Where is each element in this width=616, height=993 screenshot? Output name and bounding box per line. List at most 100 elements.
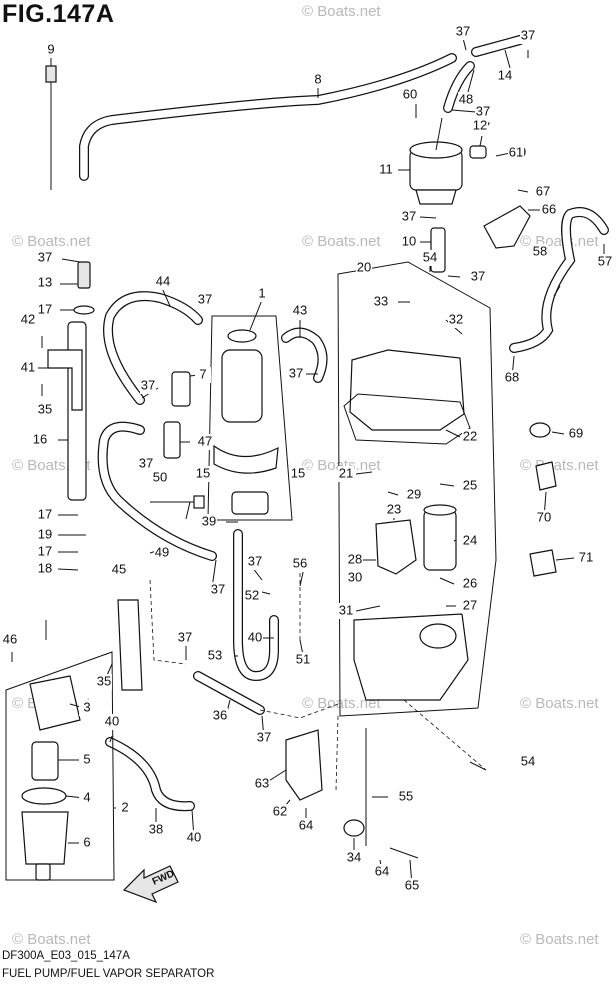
part-callout-55[interactable]: 55 <box>399 788 413 803</box>
part-callout-37[interactable]: 37 <box>257 729 271 744</box>
part-callout-17[interactable]: 17 <box>38 506 52 521</box>
part-callout-33[interactable]: 33 <box>374 293 388 308</box>
part-callout-19[interactable]: 19 <box>38 526 52 541</box>
part-callout-70[interactable]: 70 <box>537 509 551 524</box>
part-callout-50[interactable]: 50 <box>153 469 167 484</box>
part-callout-15[interactable]: 15 <box>196 465 210 480</box>
part-callout-37[interactable]: 37 <box>141 377 155 392</box>
part-callout-22[interactable]: 22 <box>463 428 477 443</box>
part-callout-52[interactable]: 52 <box>245 587 259 602</box>
part-callout-10[interactable]: 10 <box>402 233 416 248</box>
part-callout-21[interactable]: 21 <box>339 465 353 480</box>
part-callout-46[interactable]: 46 <box>3 631 17 646</box>
part-callout-31[interactable]: 31 <box>339 602 353 617</box>
part-callout-37[interactable]: 37 <box>139 455 153 470</box>
part-callout-64[interactable]: 64 <box>375 863 389 878</box>
part-callout-69[interactable]: 69 <box>569 425 583 440</box>
part-callout-58[interactable]: 58 <box>533 243 547 258</box>
callout-background <box>37 527 53 543</box>
part-callout-57[interactable]: 57 <box>598 253 612 268</box>
part-callout-37[interactable]: 37 <box>456 23 470 38</box>
part-callout-8[interactable]: 8 <box>314 71 321 86</box>
part-callout-3[interactable]: 3 <box>83 699 90 714</box>
part-callout-26[interactable]: 26 <box>463 575 477 590</box>
part-callout-14[interactable]: 14 <box>498 67 512 82</box>
part-callout-62[interactable]: 62 <box>273 803 287 818</box>
part-callout-37[interactable]: 37 <box>38 249 52 264</box>
part-callout-4[interactable]: 4 <box>83 789 90 804</box>
part-callout-67[interactable]: 67 <box>536 183 550 198</box>
watermark: © Boats.net <box>520 695 599 712</box>
part-callout-17[interactable]: 17 <box>38 301 52 316</box>
part-callout-47[interactable]: 47 <box>198 433 212 448</box>
figure-code: DF300A_E03_015_147A <box>2 950 130 962</box>
part-callout-20[interactable]: 20 <box>357 259 371 274</box>
part-callout-12[interactable]: 12 <box>473 117 487 132</box>
part-callout-29[interactable]: 29 <box>407 486 421 501</box>
part-callout-37[interactable]: 37 <box>471 268 485 283</box>
part-callout-2[interactable]: 2 <box>121 799 128 814</box>
callout-background <box>195 367 211 383</box>
part-callout-35[interactable]: 35 <box>38 401 52 416</box>
part-callout-64[interactable]: 64 <box>299 817 313 832</box>
part-callout-17[interactable]: 17 <box>38 543 52 558</box>
part-callout-37[interactable]: 37 <box>248 553 262 568</box>
part-callout-37[interactable]: 37 <box>178 629 192 644</box>
part-callout-13[interactable]: 13 <box>38 274 52 289</box>
part-callout-60[interactable]: 60 <box>403 86 417 101</box>
part-callout-37[interactable]: 37 <box>402 208 416 223</box>
part-callout-5[interactable]: 5 <box>83 751 90 766</box>
part-callout-68[interactable]: 68 <box>505 369 519 384</box>
callout-background <box>462 598 478 614</box>
part-callout-54[interactable]: 54 <box>521 753 535 768</box>
part-callout-35[interactable]: 35 <box>97 673 111 688</box>
part-callout-56[interactable]: 56 <box>293 555 307 570</box>
part-callout-18[interactable]: 18 <box>38 560 52 575</box>
part-callout-6[interactable]: 6 <box>83 834 90 849</box>
part-callout-32[interactable]: 32 <box>449 311 463 326</box>
part-callout-37[interactable]: 37 <box>211 581 225 596</box>
hose-36 <box>193 671 265 715</box>
part-callout-16[interactable]: 16 <box>33 431 47 446</box>
part-callout-38[interactable]: 38 <box>149 821 163 836</box>
part-callout-40[interactable]: 40 <box>105 713 119 728</box>
part-callout-54[interactable]: 54 <box>423 249 437 264</box>
part-callout-27[interactable]: 27 <box>463 597 477 612</box>
part-callout-41[interactable]: 41 <box>21 359 35 374</box>
callout-background <box>256 730 272 746</box>
part-callout-40[interactable]: 40 <box>187 829 201 844</box>
part-callout-40[interactable]: 40 <box>248 629 262 644</box>
part-callout-51[interactable]: 51 <box>296 651 310 666</box>
callout-background <box>401 234 417 250</box>
part-callout-37[interactable]: 37 <box>476 103 490 118</box>
part-callout-36[interactable]: 36 <box>213 707 227 722</box>
part-callout-39[interactable]: 39 <box>202 513 216 528</box>
part-callout-24[interactable]: 24 <box>463 532 477 547</box>
part-callout-37[interactable]: 37 <box>289 365 303 380</box>
part-callout-15[interactable]: 15 <box>291 465 305 480</box>
part-callout-63[interactable]: 63 <box>255 775 269 790</box>
part-callout-34[interactable]: 34 <box>347 849 361 864</box>
part-callout-7[interactable]: 7 <box>199 366 206 381</box>
part-callout-49[interactable]: 49 <box>155 544 169 559</box>
part-callout-42[interactable]: 42 <box>21 311 35 326</box>
callout-background <box>79 700 95 716</box>
part-callout-9[interactable]: 9 <box>47 41 54 56</box>
part-callout-37[interactable]: 37 <box>198 291 212 306</box>
part-callout-43[interactable]: 43 <box>293 302 307 317</box>
part-callout-71[interactable]: 71 <box>579 549 593 564</box>
part-callout-53[interactable]: 53 <box>208 647 222 662</box>
part-callout-66[interactable]: 66 <box>542 201 556 216</box>
part-callout-44[interactable]: 44 <box>156 273 170 288</box>
part-callout-11[interactable]: 11 <box>379 161 393 176</box>
part-callout-61[interactable]: 61 <box>509 144 523 159</box>
part-callout-1[interactable]: 1 <box>258 285 265 300</box>
part-callout-28[interactable]: 28 <box>348 551 362 566</box>
part-callout-65[interactable]: 65 <box>405 877 419 892</box>
part-callout-25[interactable]: 25 <box>463 477 477 492</box>
part-callout-30[interactable]: 30 <box>348 569 362 584</box>
part-callout-45[interactable]: 45 <box>112 561 126 576</box>
part-callout-48[interactable]: 48 <box>459 91 473 106</box>
part-callout-23[interactable]: 23 <box>387 501 401 516</box>
part-callout-37[interactable]: 37 <box>521 27 535 42</box>
